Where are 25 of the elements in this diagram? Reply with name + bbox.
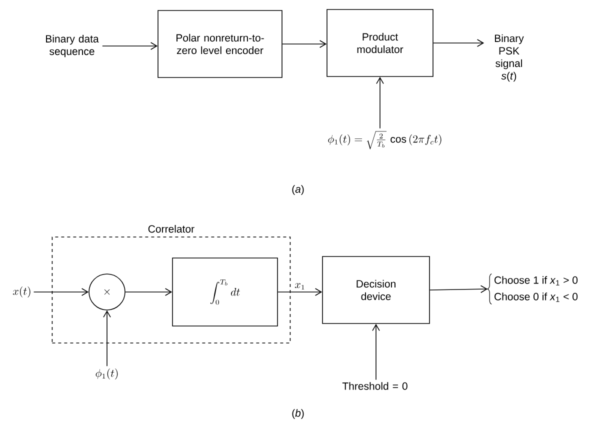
decision-rule-text: Choose 1 if x$_{1}$ > 0 Choose 0 if x$_{1}$ < 0	[487, 273, 578, 305]
arrow	[372, 324, 380, 380]
arrow	[278, 288, 322, 296]
input-label: $x(t)$	[12, 286, 30, 298]
arrow	[376, 76, 384, 129]
arrow	[430, 285, 488, 293]
process-box: Polar nonreturn-to-zero level encoder	[158, 10, 282, 78]
integrator-box: $\int_0^{T_b} dt$	[172, 258, 278, 326]
edge-label: $x_1$	[294, 282, 306, 291]
arrow	[433, 39, 484, 47]
input-label: $\phi_1(t)$	[96, 368, 118, 380]
input-label: Binary data sequence	[46, 34, 99, 58]
arrow	[103, 310, 111, 366]
arrow	[33, 288, 89, 296]
arrow	[282, 40, 327, 48]
panel-label: (a)	[292, 185, 304, 195]
panel-label: (b)	[292, 409, 304, 419]
threshold-label: Threshold = 0	[342, 382, 408, 390]
process-box: Decision device	[322, 256, 430, 324]
formula-label: $\phi_1(t) = \sqrt{\frac{2}{T_b}}\,\cos\,(2\pi f_c t)$	[328, 131, 442, 150]
process-box: Product modulator	[326, 9, 434, 77]
arrow	[125, 288, 172, 296]
node-label: Correlator	[148, 224, 194, 233]
arrow	[102, 42, 158, 50]
output-label: Binary PSK signal s(t)	[494, 34, 524, 82]
